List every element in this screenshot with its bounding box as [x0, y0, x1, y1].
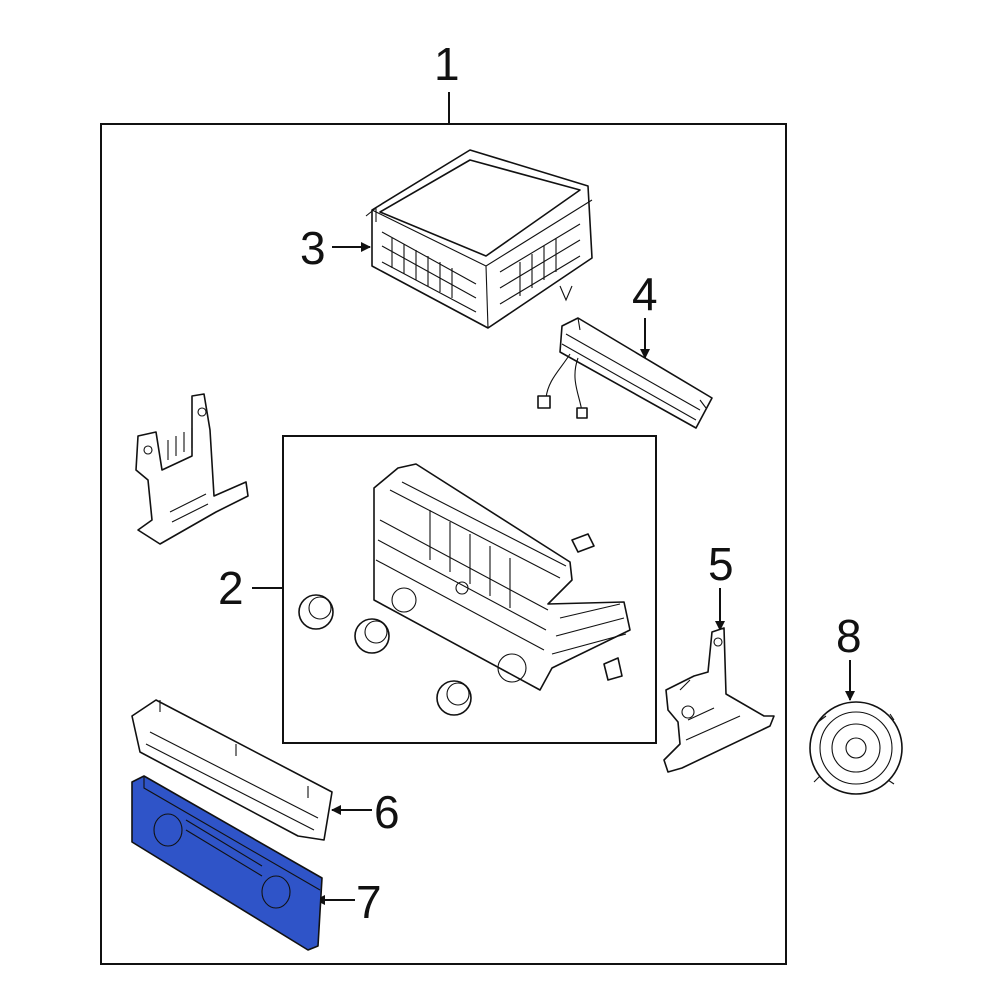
callout-label-3: 3: [300, 222, 326, 274]
callout-label-7: 7: [356, 876, 382, 928]
callout-label-6: 6: [374, 786, 400, 838]
knob-bottom[interactable]: [436, 680, 472, 716]
receiver-unit[interactable]: [365, 149, 593, 329]
speaker[interactable]: [809, 701, 903, 795]
callout-8[interactable]: 8: [836, 610, 862, 701]
knob-center[interactable]: [354, 618, 390, 654]
inner-frame: [282, 435, 657, 744]
callout-2[interactable]: 2: [218, 562, 283, 614]
callout-label-4: 4: [632, 268, 658, 320]
display-module[interactable]: [537, 317, 713, 429]
right-mounting-bracket[interactable]: [663, 627, 775, 773]
bezel-trim[interactable]: [131, 699, 333, 841]
callout-7[interactable]: 7: [315, 876, 382, 928]
callout-label-1: 1: [434, 38, 460, 90]
callout-label-5: 5: [708, 538, 734, 590]
callout-1[interactable]: 1: [434, 38, 460, 124]
outer-frame: [100, 123, 787, 965]
control-assembly[interactable]: [298, 463, 631, 716]
callout-4[interactable]: 4: [632, 268, 658, 359]
callout-3[interactable]: 3: [300, 222, 371, 274]
callout-6[interactable]: 6: [331, 786, 400, 838]
callout-5[interactable]: 5: [708, 538, 734, 631]
knob-left[interactable]: [298, 594, 334, 630]
callout-label-8: 8: [836, 610, 862, 662]
left-mounting-bracket[interactable]: [135, 393, 249, 545]
callout-label-2: 2: [218, 562, 244, 614]
faceplate[interactable]: [131, 775, 323, 951]
